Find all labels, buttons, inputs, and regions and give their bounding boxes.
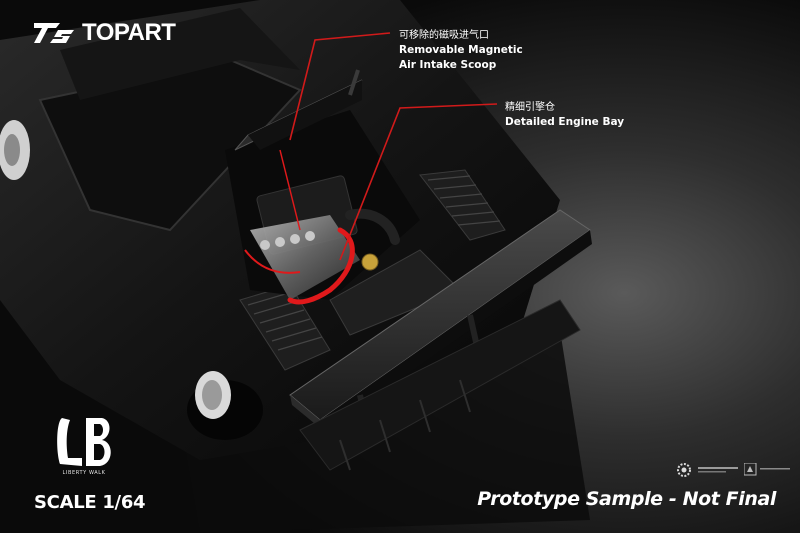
roof	[60, 8, 300, 100]
rear-diffuser	[339, 379, 471, 471]
rear-wheel	[187, 371, 263, 440]
brand-name: TOPART	[82, 19, 176, 46]
callout-en-line1: Removable Magnetic	[399, 44, 523, 56]
topart-ts-mark-icon	[34, 23, 74, 43]
rear-fascia	[299, 299, 581, 471]
callout-line-engine	[339, 103, 498, 261]
left-side-vent	[239, 284, 331, 371]
callout-engine-bay: 精细引擎仓 Detailed Engine Bay	[505, 101, 624, 130]
callout-cn: 精细引擎仓	[505, 102, 555, 113]
air-intake-scoop	[234, 69, 363, 151]
callout-air-intake: 可移除的磁吸进气口 Removable Magnetic Air Intake …	[399, 29, 523, 73]
engine-bay	[225, 110, 420, 305]
right-side-vent	[419, 169, 506, 241]
liberty-walk-lb-logo-icon	[57, 418, 111, 466]
license-caption: LIBERTY WALK	[62, 470, 106, 476]
callout-en-line1: Detailed Engine Bay	[505, 116, 625, 128]
scale-label: SCALE 1/64	[34, 492, 146, 513]
prototype-notice: Prototype Sample - Not Final	[477, 488, 776, 510]
partner-wordmark-icon	[698, 467, 738, 473]
rear-wing	[289, 209, 592, 441]
front-wheel	[0, 120, 30, 180]
partner-logos	[676, 462, 790, 478]
callout-cn: 可移除的磁吸进气口	[399, 30, 489, 41]
brand-logo: TOPART	[34, 16, 176, 50]
partner-logo-icon	[744, 463, 790, 476]
callout-line-scoop	[289, 32, 391, 141]
callout-en-line2: Air Intake Scoop	[399, 59, 497, 71]
gear-emblem-icon	[677, 463, 691, 477]
